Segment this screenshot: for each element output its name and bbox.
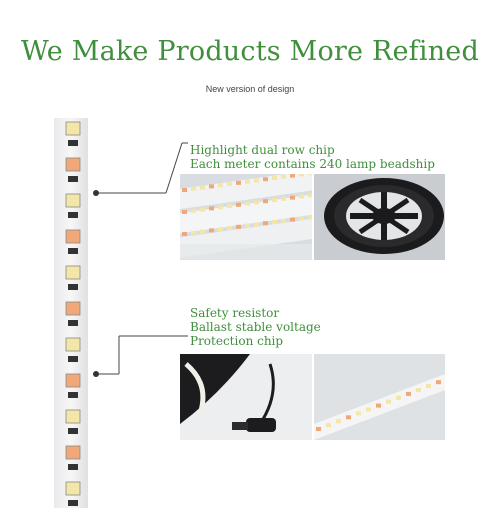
led-strip-closeup-photo xyxy=(180,174,312,260)
led-strip-diagonal-photo xyxy=(314,354,445,440)
led-reel-photo xyxy=(314,174,445,260)
callout-dot xyxy=(93,190,99,196)
led-strip-image xyxy=(52,118,92,508)
feature-line: Ballast stable voltage xyxy=(190,320,321,334)
page-title: We Make Products More Refined xyxy=(21,36,479,67)
page-subtitle: New version of design xyxy=(205,84,295,94)
feature-2-text: Safety resistor Ballast stable voltage P… xyxy=(190,306,321,348)
feature-line: Highlight dual row chip xyxy=(190,143,335,157)
feature-line: Safety resistor xyxy=(190,306,280,320)
feature-line: Each meter contains 240 lamp beadship xyxy=(190,157,435,171)
dc-connector-photo xyxy=(180,354,312,440)
callout-dot xyxy=(93,371,99,377)
feature-line: Protection chip xyxy=(190,334,284,348)
feature-1-text: Highlight dual row chip Each meter conta… xyxy=(190,143,435,171)
